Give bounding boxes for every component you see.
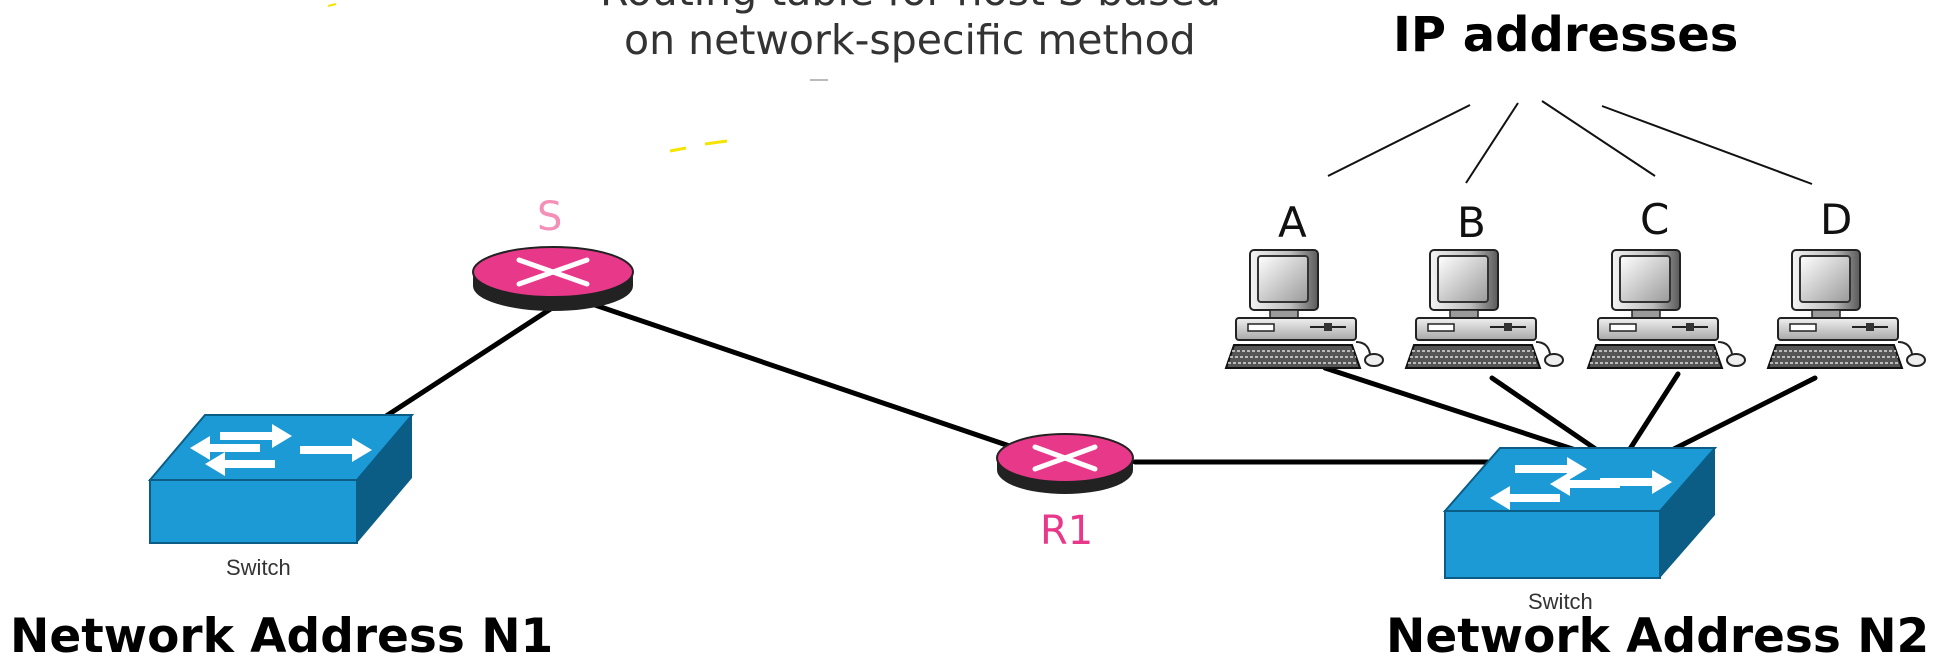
router-s-label: S	[537, 194, 562, 240]
cable-a-switch2	[1322, 365, 1591, 457]
switch-right	[1442, 447, 1718, 579]
caption-line-2: on network-specific method	[624, 16, 1196, 64]
host-b-label: B	[1457, 198, 1486, 247]
cable-d-switch2	[1665, 375, 1818, 455]
router-r1	[996, 433, 1134, 494]
switch-right-label: Switch	[1528, 589, 1593, 614]
cable-b-switch2	[1489, 375, 1603, 455]
switch-arrows-icon	[1490, 457, 1672, 510]
network-n2-label: Network Address N2	[1386, 609, 1929, 661]
switch-left	[147, 414, 415, 544]
host-d	[1767, 249, 1926, 369]
host-b	[1405, 249, 1564, 369]
network-cables	[377, 301, 1818, 465]
router-x-icon	[516, 257, 590, 287]
cable-s-r1	[589, 301, 1033, 456]
router-r1-label: R1	[1040, 508, 1093, 554]
host-c-label: C	[1640, 195, 1669, 244]
ip-addresses-label: IP addresses	[1393, 7, 1738, 63]
router-s	[472, 246, 634, 311]
ip-pointer-lines	[1327, 100, 1813, 185]
host-a	[1225, 249, 1384, 369]
host-c	[1587, 249, 1746, 369]
cable-c-switch2	[1625, 371, 1681, 455]
network-n1-label: Network Address N1	[10, 609, 553, 661]
switch-arrows-icon	[190, 424, 372, 476]
switch-left-label: Switch	[226, 555, 291, 580]
router-x-icon	[1032, 444, 1098, 472]
host-a-label: A	[1278, 198, 1307, 247]
host-d-label: D	[1820, 195, 1852, 244]
caption-line-1: Routing table for host S based	[600, 0, 1221, 15]
stray-marks	[327, 3, 828, 153]
cable-switch1-s	[377, 305, 555, 423]
